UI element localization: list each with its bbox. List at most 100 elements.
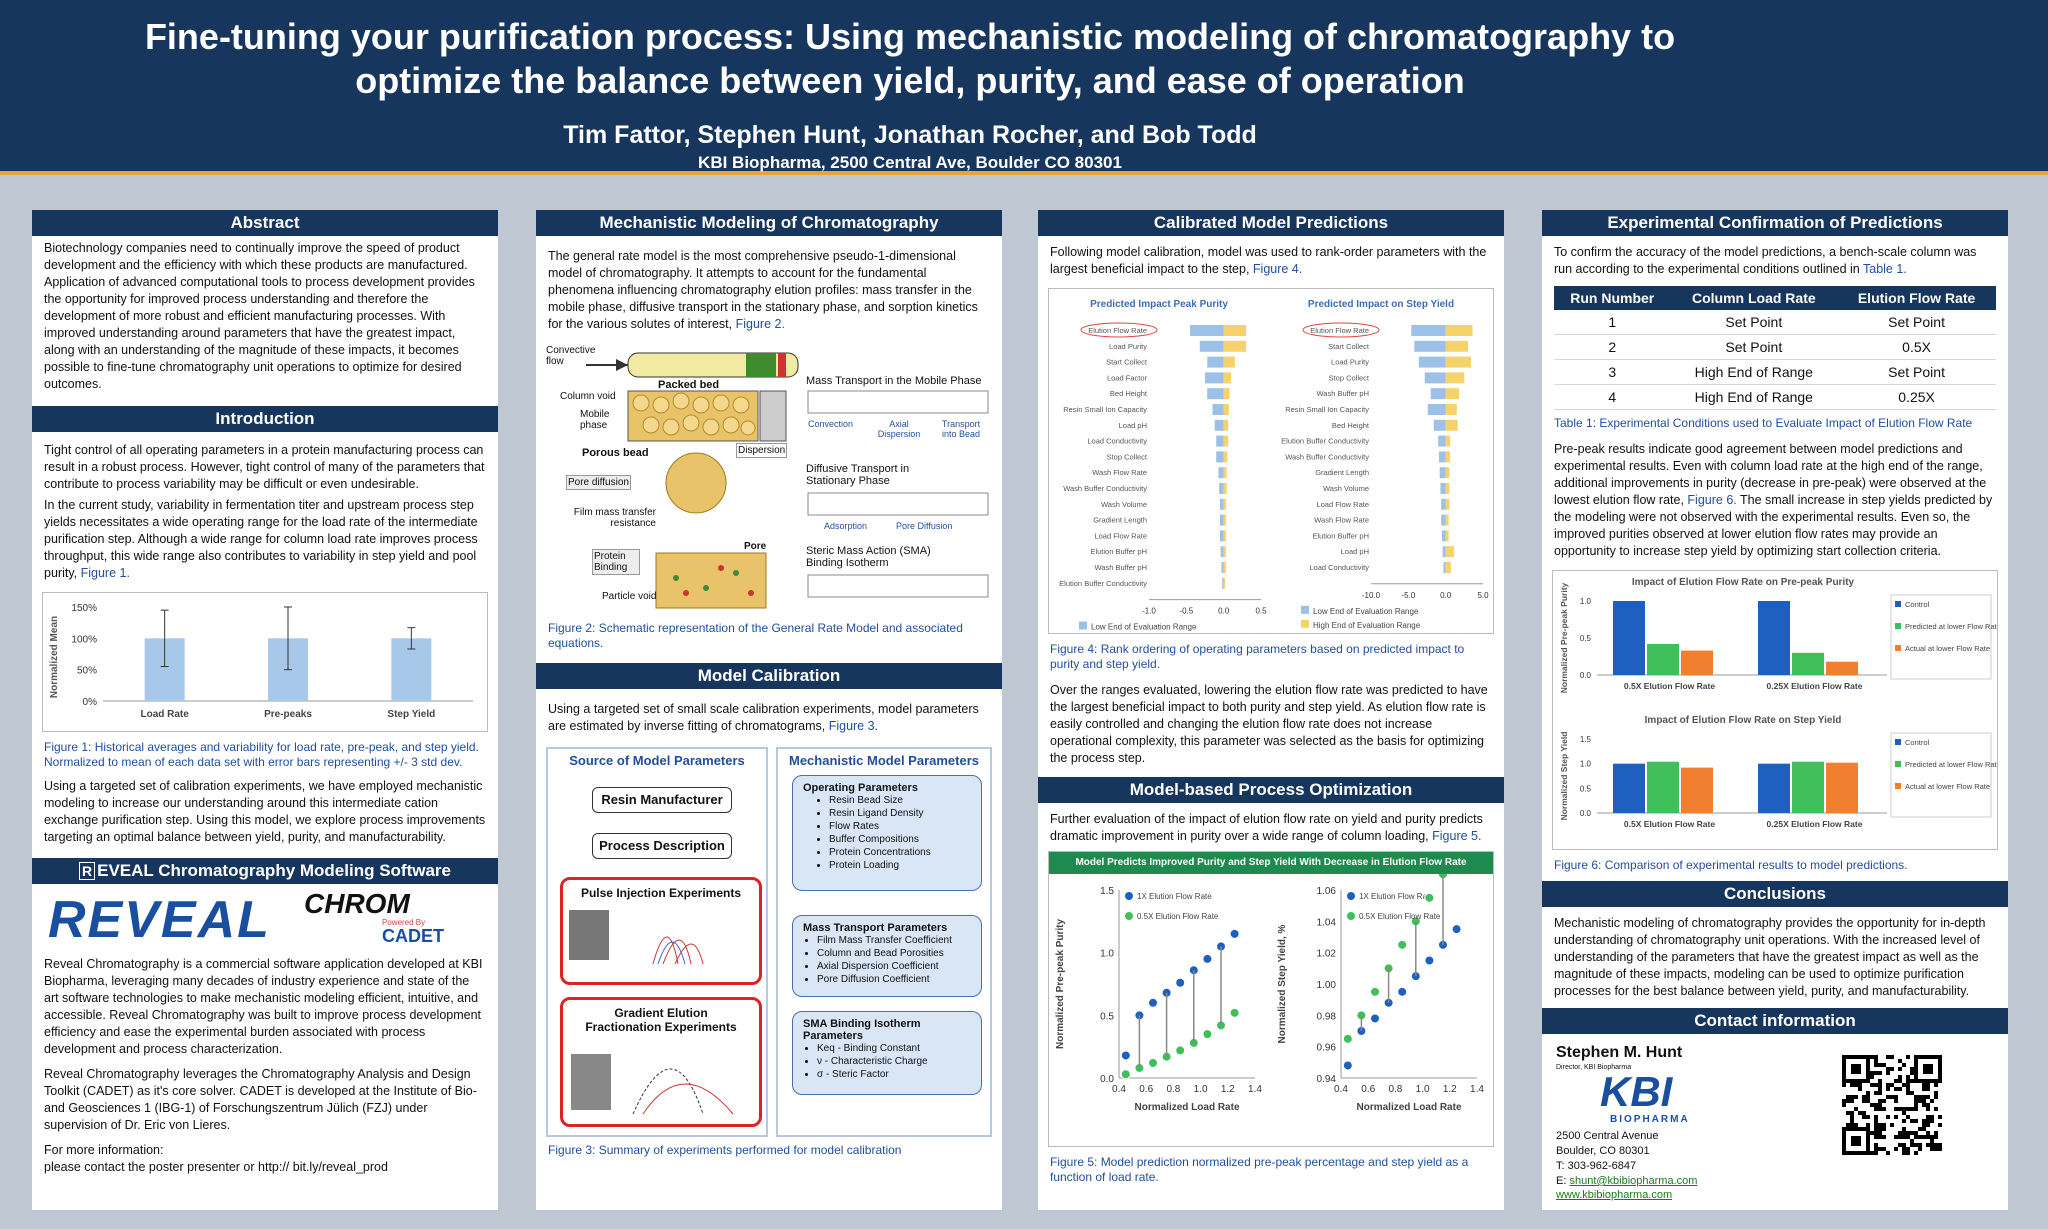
- exp-text3: The small increase in step yields predic…: [1554, 493, 1993, 558]
- fig4-bar-high: [1223, 388, 1230, 400]
- contact-email[interactable]: shunt@kbibiopharma.com: [1569, 1175, 1698, 1187]
- fig6-xtick: 0.5X Elution Flow Rate: [1624, 819, 1715, 829]
- qr-module: [1870, 1071, 1874, 1075]
- fig4-category: Wash Buffer Conductivity: [1285, 452, 1369, 461]
- qr-module: [1906, 1055, 1910, 1059]
- qr-module: [1910, 1091, 1914, 1095]
- qr-module: [1874, 1131, 1878, 1135]
- fig4-category: Load Factor: [1107, 373, 1148, 382]
- fig4-category: Start Collect: [1328, 342, 1370, 351]
- qr-module: [1910, 1079, 1914, 1083]
- contact-web[interactable]: www.kbibiopharma.com: [1556, 1189, 1673, 1201]
- fig5-point: [1370, 986, 1380, 997]
- qr-module: [1926, 1115, 1930, 1119]
- figure6-link[interactable]: Figure 6.: [1687, 493, 1737, 507]
- fig4-category: Resin Small Ion Capacity: [1285, 405, 1369, 414]
- fig6-bar: [1613, 763, 1645, 813]
- figure1-link[interactable]: Figure 1.: [80, 566, 130, 580]
- qr-module: [1898, 1079, 1902, 1083]
- qr-module: [1878, 1135, 1882, 1139]
- figure6-chart: Impact of Elution Flow Rate on Pre-peak …: [1559, 577, 2001, 829]
- table-cell: 4: [1554, 384, 1671, 410]
- introduction-heading: Introduction: [32, 406, 498, 432]
- fig6-legend-label: Predicted at lower Flow Rate: [1905, 760, 1997, 769]
- process-box: Process Description: [592, 833, 732, 859]
- fig4-bar-low: [1443, 562, 1446, 573]
- qr-module: [1894, 1087, 1898, 1091]
- fig6-legend-label: Predicted at lower Flow Rate: [1905, 622, 1997, 631]
- reveal-logo-chrom: CHROM: [304, 888, 410, 919]
- figure2-link[interactable]: Figure 2.: [735, 317, 785, 331]
- fig5-point: [1120, 1050, 1131, 1061]
- fig6-ytick: 1.0: [1580, 597, 1592, 606]
- fig5-point: [1424, 892, 1435, 903]
- qr-module: [1882, 1099, 1886, 1103]
- op-param-item: Protein Loading: [829, 859, 971, 872]
- fig4-bar-high: [1223, 372, 1232, 384]
- qr-module: [1914, 1099, 1918, 1103]
- exp-text: To confirm the accuracy of the model pre…: [1542, 236, 2008, 282]
- qr-module: [1926, 1103, 1930, 1107]
- fig4-legend-high: High End of Evaluation Range: [1313, 621, 1421, 630]
- qr-module: [1878, 1107, 1882, 1111]
- op-param-item: Protein Concentrations: [829, 846, 971, 859]
- fig4-bar-high: [1445, 451, 1451, 463]
- fig5-point: [1424, 955, 1435, 966]
- qr-code[interactable]: [1842, 1055, 1942, 1155]
- qr-module: [1898, 1143, 1902, 1147]
- mt-param-item: Column and Bead Porosities: [817, 947, 971, 960]
- qr-module: [1914, 1131, 1918, 1135]
- fig6-ytick: 1.0: [1580, 760, 1592, 769]
- fig4-bar-high: [1445, 530, 1449, 542]
- figure5-link[interactable]: Figure 5.: [1432, 829, 1482, 843]
- fig4-bar-low: [1418, 356, 1446, 368]
- qr-module: [1886, 1083, 1890, 1087]
- qr-module: [1882, 1107, 1886, 1111]
- table1-link[interactable]: Table 1.: [1863, 262, 1907, 276]
- abstract-text: Biotechnology companies need to continua…: [44, 241, 475, 391]
- qr-module: [1874, 1063, 1878, 1067]
- figure3-link[interactable]: Figure 3.: [828, 719, 879, 733]
- qr-module: [1902, 1063, 1906, 1067]
- affiliation: KBI Biopharma, 2500 Central Ave, Boulder…: [698, 153, 1122, 172]
- fig4-category: Wash Flow Rate: [1092, 468, 1147, 477]
- fig4-bar-low: [1190, 325, 1224, 336]
- label-porous-bead: Porous bead: [582, 447, 649, 459]
- qr-module: [1862, 1115, 1866, 1119]
- gradient-box: Gradient Elution Fractionation Experimen…: [560, 997, 762, 1127]
- fig4-bar-low: [1221, 562, 1224, 573]
- figure5-banner: Model Predicts Improved Purity and Step …: [1049, 852, 1493, 874]
- fig1-xtick: Pre-peaks: [264, 709, 312, 720]
- fig4-legend-swatch-low: [1079, 621, 1087, 630]
- fig4-bar-high: [1445, 514, 1449, 526]
- fig5-point: [1120, 1069, 1131, 1080]
- fig5-xtick: 0.4: [1334, 1084, 1348, 1095]
- figure4-caption: Figure 4: Rank ordering of operating par…: [1050, 642, 1465, 671]
- figure4-link[interactable]: Figure 4.: [1252, 262, 1303, 276]
- qr-module: [1874, 1055, 1878, 1059]
- fig6-bar: [1647, 643, 1679, 675]
- fig1-ytick: 0%: [83, 697, 98, 708]
- qr-module: [1878, 1099, 1882, 1103]
- calibrated-text-body: Following model calibration, model was u…: [1050, 245, 1487, 276]
- qr-module: [1870, 1131, 1874, 1135]
- table-cell: High End of Range: [1670, 384, 1838, 410]
- fig4-bar-low: [1414, 340, 1446, 352]
- qr-module: [1906, 1115, 1910, 1119]
- contact-address1: 2500 Central Avenue: [1556, 1130, 1659, 1142]
- qr-module: [1910, 1071, 1914, 1075]
- fig6-title: Impact of Elution Flow Rate on Step Yiel…: [1645, 715, 1842, 726]
- qr-module: [1874, 1123, 1878, 1127]
- fig4-bar-low: [1205, 372, 1224, 384]
- qr-module: [1902, 1127, 1906, 1131]
- fig5-point: [1148, 1057, 1158, 1068]
- qr-module: [1894, 1115, 1898, 1119]
- abstract-heading: Abstract: [32, 210, 498, 236]
- reveal-p2: Reveal Chromatography leverages the Chro…: [44, 1067, 477, 1132]
- qr-module: [1914, 1107, 1918, 1111]
- qr-module: [1854, 1095, 1858, 1099]
- qr-module: [1898, 1131, 1902, 1135]
